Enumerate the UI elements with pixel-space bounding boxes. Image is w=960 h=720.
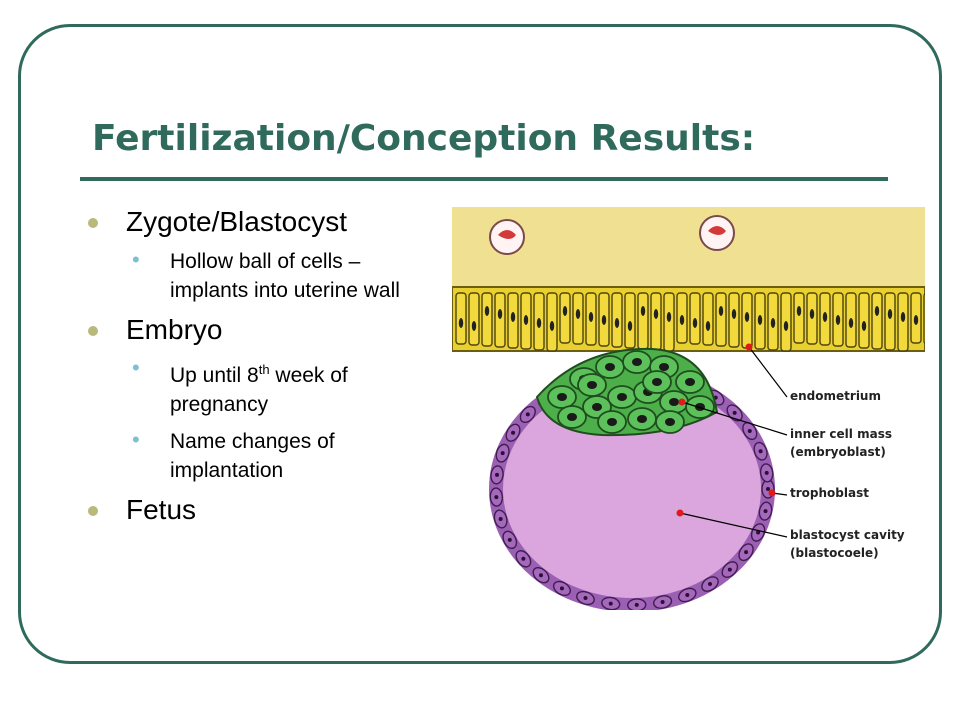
label-blastocyst-cavity: blastocyst cavity bbox=[790, 528, 905, 542]
label-embryoblast: (embryoblast) bbox=[790, 445, 886, 459]
bullet-list: Zygote/Blastocyst • Hollow ball of cells… bbox=[88, 205, 438, 535]
blastocyst-cavity bbox=[492, 369, 772, 609]
sub-bullet-text-up-until: Up until 8 bbox=[170, 364, 259, 387]
label-trophoblast: trophoblast bbox=[790, 486, 869, 500]
sub-bullet-dot-icon: • bbox=[132, 355, 140, 380]
cross-section-cells bbox=[489, 215, 735, 255]
sub-bullet-dot-icon: • bbox=[132, 247, 140, 272]
label-blastocoele: (blastocoele) bbox=[790, 546, 879, 560]
superscript-th: th bbox=[258, 362, 270, 377]
sub-bullet-dot-icon: • bbox=[132, 427, 140, 452]
pointer-lines bbox=[676, 343, 788, 538]
sub-bullet-text-name-changes: Name changes of implantation bbox=[170, 430, 335, 482]
slide-title: Fertilization/Conception Results: bbox=[92, 118, 756, 159]
label-inner-cell-mass: inner cell mass bbox=[790, 427, 892, 441]
sub-bullet-item: • Name changes of implantation bbox=[88, 427, 438, 485]
inner-cell-mass-cells bbox=[547, 350, 715, 434]
bullet-dot-icon bbox=[88, 326, 98, 336]
slide-frame bbox=[18, 24, 942, 664]
bullet-item: Fetus bbox=[88, 493, 438, 527]
bullet-item: Zygote/Blastocyst bbox=[88, 205, 438, 239]
sub-bullet-item: • Up until 8th week of pregnancy bbox=[88, 355, 438, 419]
uterine-tissue bbox=[452, 207, 925, 297]
bullet-item: Embryo bbox=[88, 313, 438, 347]
sub-bullet-text-week: week of pregnancy bbox=[170, 364, 348, 416]
bullet-dot-icon bbox=[88, 506, 98, 516]
label-endometrium: endometrium bbox=[790, 389, 881, 403]
sub-bullet-item: • Hollow ball of cells – implants into u… bbox=[88, 247, 438, 305]
bullet-text-zygote: Zygote/Blastocyst bbox=[126, 206, 347, 237]
bullet-text-embryo: Embryo bbox=[126, 314, 223, 345]
sub-bullet-text-hollow-ball: Hollow ball of cells – implants into ute… bbox=[170, 250, 400, 302]
blastocyst-diagram: endometrium inner cell mass (embryoblast… bbox=[452, 207, 925, 610]
bullet-text-fetus: Fetus bbox=[126, 494, 197, 525]
bullet-dot-icon bbox=[88, 218, 98, 228]
title-underline bbox=[80, 177, 888, 181]
epithelial-cells bbox=[455, 292, 925, 352]
